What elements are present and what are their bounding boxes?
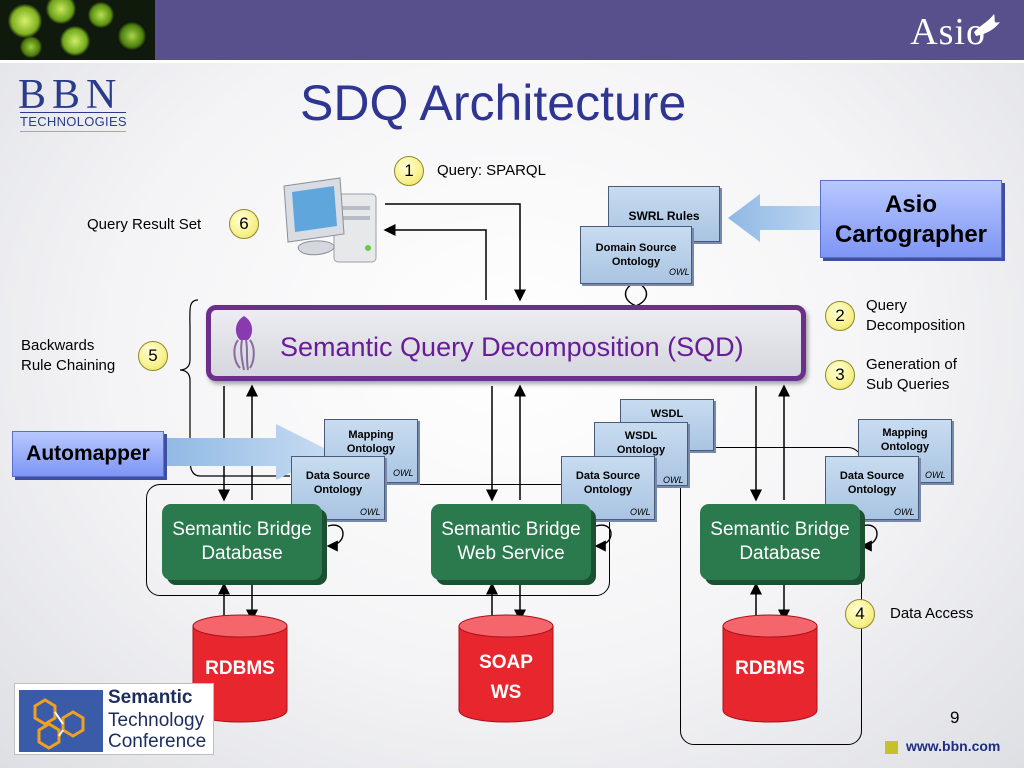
website-url: www.bbn.com [906, 738, 1001, 754]
swrl-rules-label: SWRL Rules [628, 209, 700, 223]
right-data-source-line2: Ontology [847, 484, 897, 496]
bbn-logo-rule [20, 112, 126, 113]
dove-icon [974, 14, 1000, 36]
step-2-label-line1: Query [866, 297, 907, 314]
wsdl-label: WSDL [650, 408, 684, 420]
sqd-bar [206, 305, 806, 381]
middle-data-source-ontology-card: Data Source Ontology OWL [561, 456, 655, 520]
squid-icon [233, 316, 255, 371]
asio-logo: Asio [910, 11, 986, 53]
left-mapping-line2: Ontology [346, 443, 396, 455]
step-5-label-line1: Backwards [21, 337, 95, 354]
semantic-bridge-database-left: Semantic Bridge Database [162, 504, 322, 580]
step-4-circle: 4 [845, 599, 875, 629]
bridge-left-line1: Semantic Bridge [172, 519, 312, 540]
step-6-label: Query Result Set [87, 216, 202, 233]
left-data-source-line2: Ontology [313, 484, 363, 496]
middle-data-source-line1: Data Source [575, 470, 641, 482]
banner-photo [0, 0, 155, 60]
middle-data-source-line2: Ontology [583, 484, 633, 496]
right-data-source-line1: Data Source [839, 470, 905, 482]
asio-input-arrow [728, 194, 822, 242]
asio-cartographer-box: Asio Cartographer [820, 180, 1002, 258]
conference-logo-mark [19, 690, 103, 752]
step-3-label-line1: Generation of [866, 356, 957, 373]
step-1-label: Query: SPARQL [437, 162, 546, 179]
wsdl-ontology-owl: OWL [663, 475, 684, 485]
step-4-label: Data Access [890, 605, 974, 622]
rdbms-left-cylinder [192, 614, 288, 723]
sqd-label: Semantic Query Decomposition (SQD) [280, 332, 744, 362]
step-3-circle: 3 [825, 360, 855, 390]
semantic-bridge-database-right: Semantic Bridge Database [700, 504, 860, 580]
step-5-label-line2: Rule Chaining [21, 357, 116, 374]
conference-logo-line3: Conference [108, 731, 207, 752]
wsdl-ontology-line2: Ontology [616, 444, 666, 456]
asio-box-line2: Cartographer [834, 221, 988, 248]
query-arrow [385, 203, 526, 302]
rdbms-right-label: RDBMS [735, 658, 805, 679]
left-mapping-owl: OWL [393, 468, 414, 478]
right-group-outline [680, 447, 862, 745]
result-arrow [383, 224, 487, 300]
step-2-circle: 2 [825, 301, 855, 331]
bridge-right-line2: Database [739, 543, 821, 564]
page-title: SDQ Architecture [300, 75, 687, 131]
automapper-box: Automapper [12, 431, 164, 477]
conference-logo-line1: Semantic [108, 687, 193, 708]
bridge-right-line1: Semantic Bridge [710, 519, 850, 540]
domain-source-ontology-card: Domain Source Ontology OWL [580, 226, 692, 284]
bbn-logo: BBN [18, 72, 123, 118]
right-data-source-owl: OWL [894, 507, 915, 517]
step-2-label-line2: Decomposition [866, 317, 966, 334]
automapper-output-arrow [160, 424, 332, 480]
bridge-middle-line2: Web Service [457, 543, 565, 564]
right-mapping-owl: OWL [925, 470, 946, 480]
right-mapping-line1: Mapping [882, 427, 928, 439]
hexagon-network-icon [33, 698, 85, 750]
domain-source-line2: Ontology [611, 256, 661, 268]
top-banner [0, 0, 1024, 60]
asio-box-line1: Asio [884, 191, 937, 218]
bbn-logo-subtitle: TECHNOLOGIES [20, 114, 127, 129]
rule-loop-arrow [624, 281, 637, 307]
left-mapping-line1: Mapping [348, 429, 394, 441]
domain-source-line1: Domain Source [595, 242, 677, 254]
step-5-circle: 5 [138, 341, 168, 371]
url-bullet [885, 741, 898, 754]
soap-label-line1: SOAP [479, 652, 533, 673]
right-mapping-line2: Ontology [880, 441, 930, 453]
banner-divider [0, 60, 1024, 63]
rule-chaining-brace [179, 299, 290, 477]
step-1-circle: 1 [394, 156, 424, 186]
page-number: 9 [950, 708, 960, 727]
bridge-middle-line1: Semantic Bridge [441, 519, 581, 540]
left-data-source-owl: OWL [360, 507, 381, 517]
soap-label-line2: WS [490, 682, 522, 703]
bridge-left-line2: Database [201, 543, 283, 564]
left-data-source-line1: Data Source [305, 470, 371, 482]
computer-icon [283, 177, 377, 263]
step-6-circle: 6 [229, 209, 259, 239]
step-3-label-line2: Sub Queries [866, 376, 950, 393]
bbn-logo-rule-bottom [20, 131, 126, 132]
semantic-bridge-web-service: Semantic Bridge Web Service [431, 504, 591, 580]
wsdl-ontology-line1: WSDL [624, 430, 658, 442]
middle-data-source-owl: OWL [630, 507, 651, 517]
rdbms-left-label: RDBMS [205, 658, 275, 679]
conference-logo-line2: Technology [108, 710, 205, 731]
soap-ws-cylinder [458, 614, 554, 723]
domain-source-owl: OWL [669, 267, 690, 277]
rdbms-right-cylinder [722, 614, 818, 723]
